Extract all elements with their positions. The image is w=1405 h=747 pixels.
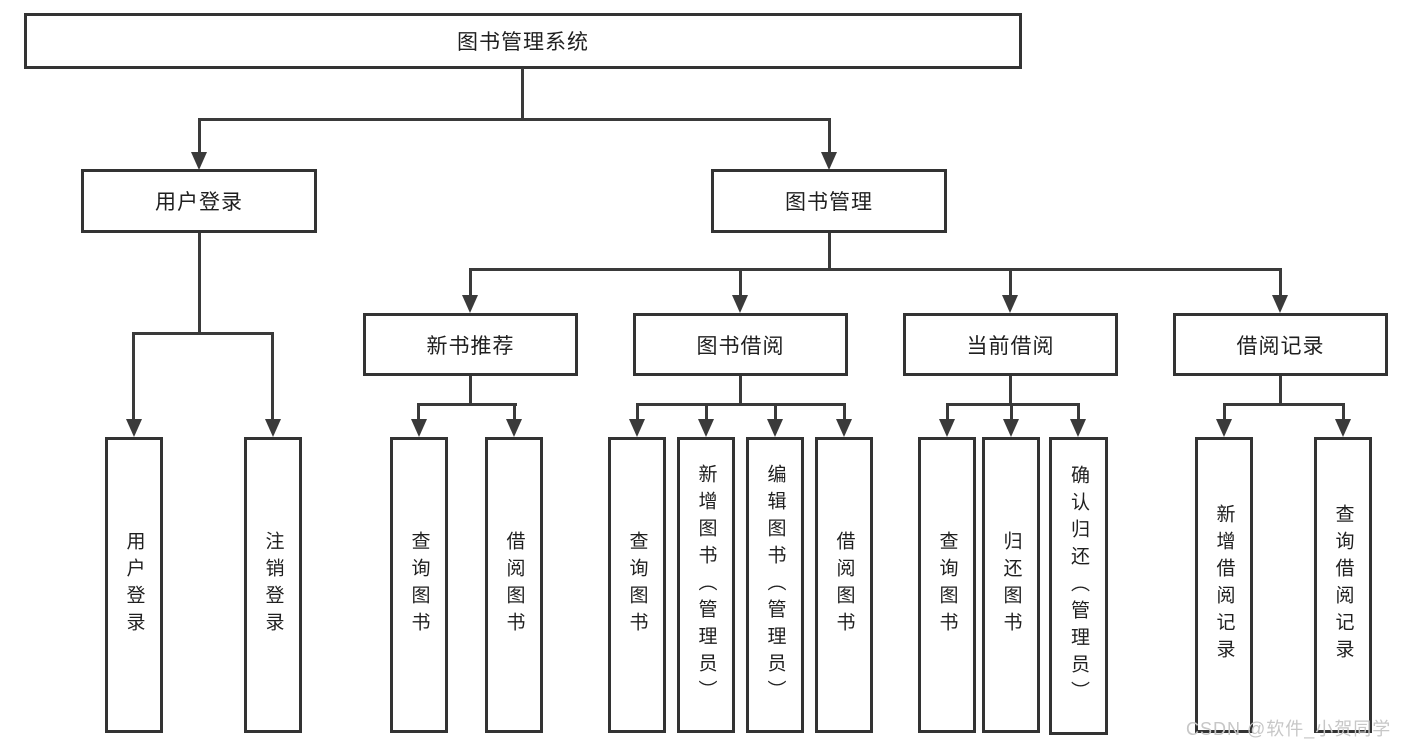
connector-line (1010, 403, 1013, 421)
connector-line (1279, 376, 1282, 406)
node-nbr-borrow-book: 借阅图书 (485, 437, 543, 733)
connector-line (1223, 403, 1345, 406)
arrow-down-icon (1003, 419, 1019, 437)
node-book-borrowing: 图书借阅 (633, 313, 848, 376)
arrow-down-icon (506, 419, 522, 437)
arrow-down-icon (265, 419, 281, 437)
arrow-down-icon (1070, 419, 1086, 437)
connector-line (774, 403, 777, 421)
connector-line (198, 118, 831, 121)
node-nbr-query-book: 查询图书 (390, 437, 448, 733)
node-cb-return-book: 归还图书 (982, 437, 1040, 733)
connector-line (705, 403, 708, 421)
node-new-book-recommend: 新书推荐 (363, 313, 578, 376)
node-bb-query-book: 查询图书 (608, 437, 666, 733)
arrow-down-icon (191, 152, 207, 170)
connector-line (636, 403, 639, 421)
node-cb-query-book: 查询图书 (918, 437, 976, 733)
connector-line (1279, 268, 1282, 298)
arrow-down-icon (1335, 419, 1351, 437)
connector-line (198, 118, 201, 154)
node-leaf-logout: 注销登录 (244, 437, 302, 733)
node-bb-edit-book-admin: 编辑图书（管理员） (746, 437, 804, 733)
connector-line (469, 376, 472, 406)
node-br-query-record: 查询借阅记录 (1314, 437, 1372, 733)
node-current-borrowing: 当前借阅 (903, 313, 1118, 376)
connector-line (521, 68, 524, 121)
connector-line (198, 233, 201, 335)
node-leaf-user-login: 用户登录 (105, 437, 163, 733)
node-br-add-record: 新增借阅记录 (1195, 437, 1253, 733)
node-bb-add-book-admin: 新增图书（管理员） (677, 437, 735, 733)
connector-line (1342, 403, 1345, 421)
connector-line (828, 118, 831, 154)
node-book-management: 图书管理 (711, 169, 947, 233)
connector-line (843, 403, 846, 421)
arrow-down-icon (939, 419, 955, 437)
connector-line (1077, 403, 1080, 421)
connector-line (132, 332, 135, 420)
arrow-down-icon (629, 419, 645, 437)
node-bb-borrow-book: 借阅图书 (815, 437, 873, 733)
connector-line (417, 403, 517, 406)
connector-line (946, 403, 1080, 406)
connector-line (739, 376, 742, 406)
connector-line (739, 268, 742, 298)
connector-line (271, 332, 274, 420)
node-cb-confirm-return-admin: 确认归还（管理员） (1049, 437, 1108, 735)
node-borrowing-records: 借阅记录 (1173, 313, 1388, 376)
arrow-down-icon (767, 419, 783, 437)
arrow-down-icon (836, 419, 852, 437)
node-user-login: 用户登录 (81, 169, 317, 233)
arrow-down-icon (126, 419, 142, 437)
connector-line (469, 268, 472, 298)
connector-line (946, 403, 949, 421)
connector-line (417, 403, 420, 421)
connector-line (1009, 268, 1012, 298)
arrow-down-icon (1002, 295, 1018, 313)
connector-line (132, 332, 274, 335)
connector-line (1009, 376, 1012, 406)
arrow-down-icon (411, 419, 427, 437)
arrow-down-icon (821, 152, 837, 170)
connector-line (513, 403, 516, 421)
connector-line (1223, 403, 1226, 421)
arrow-down-icon (1272, 295, 1288, 313)
arrow-down-icon (1216, 419, 1232, 437)
connector-line (469, 268, 1282, 271)
connector-line (636, 403, 846, 406)
connector-line (828, 233, 831, 271)
node-root: 图书管理系统 (24, 13, 1022, 69)
watermark: CSDN @软件_小贺同学 (1186, 719, 1392, 739)
arrow-down-icon (462, 295, 478, 313)
arrow-down-icon (732, 295, 748, 313)
arrow-down-icon (698, 419, 714, 437)
